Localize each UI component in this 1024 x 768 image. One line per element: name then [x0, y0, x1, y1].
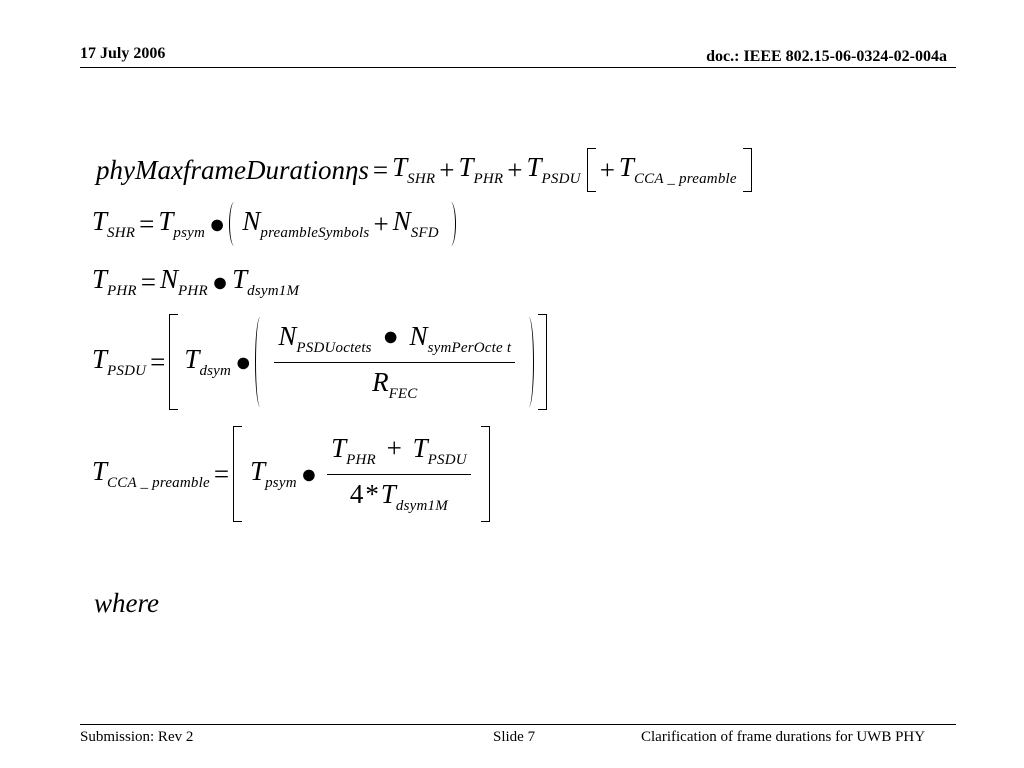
eq2-n-sfd: NSFD — [392, 205, 439, 241]
header-document-id: doc.: IEEE 802.15-06-0324-02-004a — [706, 48, 947, 65]
right-bracket — [538, 314, 548, 410]
header-date: 17 July 2006 — [80, 45, 166, 62]
bullet-operator: ● — [209, 208, 226, 239]
fraction-bar — [327, 473, 471, 475]
left-paren — [229, 202, 242, 246]
eq5-t-psym: Tpsym — [250, 455, 297, 491]
footer-submission: Submission: Rev 2 — [80, 729, 194, 745]
footer-title: Clarification of frame durations for UWB… — [641, 729, 926, 745]
eq4-bracket-group: Tdsym ● NPSDUoctets ● NsymPerOcte t RFEC — [169, 314, 548, 410]
eq2-t-psym: Tpsym — [158, 205, 206, 241]
equals-sign: = — [372, 154, 389, 185]
eq4-t-dsym: Tdsym — [184, 343, 232, 379]
plus-sign: + — [599, 154, 615, 185]
left-bracket — [233, 426, 243, 522]
left-bracket — [586, 148, 596, 192]
footer-divider — [80, 724, 956, 725]
eq1-lhs: phyMaxframeDurationηs — [96, 154, 369, 185]
right-paren — [521, 317, 535, 407]
bullet-operator: ● — [300, 458, 318, 489]
eq1-optional-bracket: + TCCA _ preamble — [586, 148, 752, 192]
eq1-t-psdu: TPSDU — [526, 151, 581, 187]
equation-t-psdu: TPSDU = Tdsym ● NPSDUoctets ● NsymPerOct… — [92, 314, 548, 410]
left-paren — [255, 317, 268, 407]
eq5-bracket-group: Tpsym ● TPHR + TPSDU 4*Tdsym1M — [233, 426, 490, 522]
eq1-t-cca: TCCA _ preamble — [618, 151, 737, 187]
equals-sign: = — [139, 208, 155, 239]
eq3-n-phr: NPHR — [160, 264, 208, 299]
bullet-operator: ● — [211, 267, 229, 297]
right-paren — [443, 202, 456, 246]
bullet-operator: ● — [235, 346, 252, 377]
eq5-fraction: TPHR + TPSDU 4*Tdsym1M — [327, 432, 471, 514]
eq1-t-phr: TPHR — [458, 151, 504, 187]
eq4-t-psdu: TPSDU — [92, 343, 147, 379]
left-bracket — [169, 314, 179, 410]
footer-slide-number: Slide 7 — [493, 729, 536, 745]
eq2-n-preamble: NpreambleSymbols — [242, 205, 370, 241]
where-label: where — [94, 588, 159, 618]
eq3-t-phr: TPHR — [92, 264, 137, 299]
eq3-t-dsym1m: Tdsym1M — [232, 264, 300, 299]
eq5-numerator: TPHR + TPSDU — [331, 432, 467, 468]
eq1-t-shr: TSHR — [392, 151, 436, 187]
equals-sign: = — [150, 346, 166, 377]
plus-sign: + — [439, 154, 455, 185]
right-bracket — [480, 426, 490, 522]
equals-sign: = — [213, 458, 230, 489]
eq4-fraction: NPSDUoctets ● NsymPerOcte t RFEC — [274, 320, 516, 402]
eq5-t-cca: TCCA _ preamble — [92, 455, 210, 491]
header-divider — [80, 67, 956, 68]
equation-t-cca-preamble: TCCA _ preamble = Tpsym ● TPHR + TPSDU 4… — [92, 426, 490, 522]
eq4-paren-group: NPSDUoctets ● NsymPerOcte t RFEC — [255, 317, 535, 407]
eq4-numerator: NPSDUoctets ● NsymPerOcte t — [278, 320, 512, 356]
eq2-paren-group: NpreambleSymbols + NSFD — [229, 202, 456, 246]
plus-sign: + — [507, 154, 523, 185]
plus-sign: + — [373, 208, 389, 239]
eq2-t-shr: TSHR — [92, 205, 136, 241]
right-bracket — [742, 148, 752, 192]
equation-max-frame-duration: phyMaxframeDurationηs = TSHR + TPHR + TP… — [96, 148, 752, 192]
equation-t-phr: TPHR = NPHR ● Tdsym1M — [92, 266, 299, 299]
equation-t-shr: TSHR = Tpsym ● NpreambleSymbols + NSFD — [92, 202, 456, 246]
eq4-denominator: RFEC — [372, 366, 418, 402]
eq5-denominator: 4*Tdsym1M — [349, 478, 448, 514]
fraction-bar — [274, 361, 516, 363]
equals-sign: = — [140, 267, 157, 297]
